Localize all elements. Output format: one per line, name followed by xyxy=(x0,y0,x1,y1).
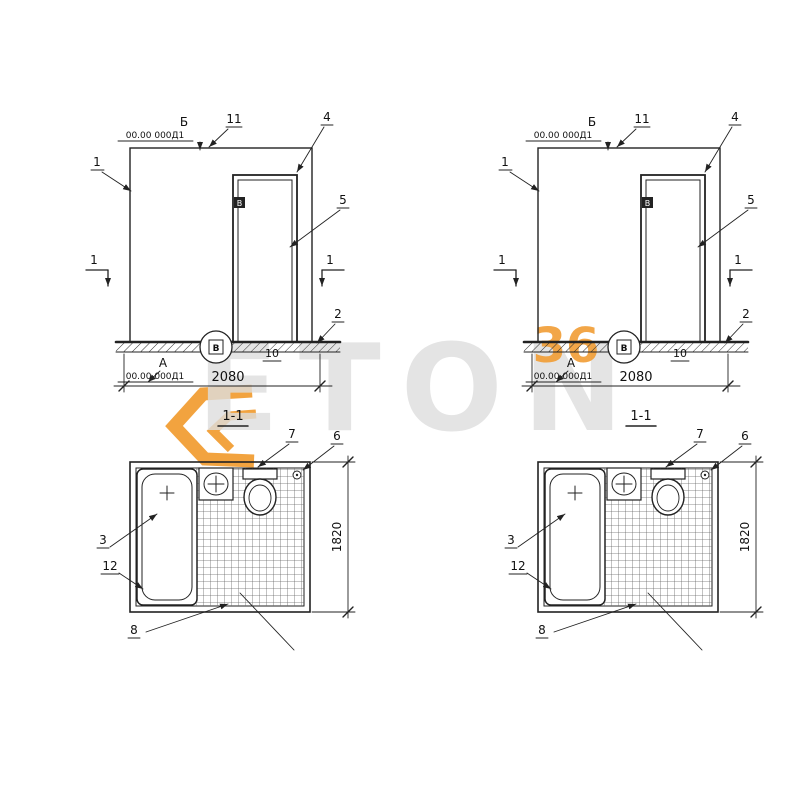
section-cut-marks xyxy=(85,269,345,287)
bathtub xyxy=(136,468,198,606)
label-underlines xyxy=(90,124,350,427)
callout-1: 1 xyxy=(93,155,101,169)
plan-label-underlines xyxy=(96,441,344,639)
section-mark-left: 1 xyxy=(90,253,98,267)
leader-lines xyxy=(101,126,341,383)
drawing-unit-right xyxy=(494,110,763,650)
elevation-labels: Б 00.00 000Д1 11 1 4 5 2 1 1 В В 10 А 00… xyxy=(90,110,347,424)
elevation-view xyxy=(85,124,350,427)
plan-view xyxy=(96,441,356,651)
doc-code-bottom: 00.00 000Д1 xyxy=(126,372,185,382)
watermark-logo-inner-icon xyxy=(206,409,257,453)
sink xyxy=(198,467,234,501)
callout-11: 11 xyxy=(226,112,241,126)
callout-3: 3 xyxy=(99,533,107,547)
floor-drain xyxy=(292,470,302,480)
watermark-logo-icon xyxy=(165,384,255,468)
callout-4: 4 xyxy=(323,110,331,124)
axis-label-v: В xyxy=(213,344,220,354)
axis-label-a: А xyxy=(159,356,168,370)
door-panel xyxy=(232,174,298,343)
width-dimension xyxy=(113,353,333,393)
dim-width-value: 2080 xyxy=(211,370,244,385)
cabin-walls xyxy=(129,147,313,343)
dim-height-value: 1820 xyxy=(330,522,344,553)
section-mark-right: 1 xyxy=(326,253,334,267)
callout-10: 10 xyxy=(265,347,279,360)
toilet xyxy=(242,468,278,516)
watermark: ETON 36 xyxy=(165,318,623,468)
callout-6: 6 xyxy=(333,429,341,443)
plan-leader-lines xyxy=(109,443,335,651)
height-dimension xyxy=(311,455,356,619)
plan-labels: 7 6 3 12 8 1820 xyxy=(99,427,344,637)
callout-5: 5 xyxy=(339,193,347,207)
callout-12: 12 xyxy=(102,559,117,573)
door-axis-mark-box xyxy=(234,197,245,208)
doc-code-top: 00.00 000Д1 xyxy=(126,131,185,141)
axis-label-b: Б xyxy=(180,115,188,129)
callout-2: 2 xyxy=(334,307,342,321)
callout-8: 8 xyxy=(130,623,138,637)
drawing-unit-left: Б 00.00 000Д1 11 1 4 5 2 1 1 В В 10 А 00… xyxy=(85,110,356,651)
callout-7: 7 xyxy=(288,427,296,441)
door-axis-mark: В xyxy=(237,199,243,208)
section-title: 1-1 xyxy=(222,409,243,424)
axis-v-node xyxy=(199,330,233,364)
